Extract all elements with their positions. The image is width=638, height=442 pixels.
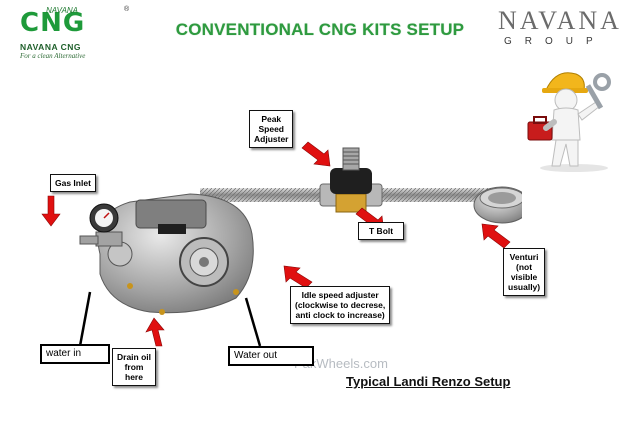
logo-navana-small: NAVANA — [46, 6, 79, 15]
t-bolt-fitting — [319, 147, 383, 213]
logo-group-word: GROUP — [504, 36, 606, 47]
gas-inlet-label: Gas Inlet — [50, 174, 96, 192]
water-in-pointer — [78, 291, 92, 347]
cng-kit-illustration — [41, 141, 522, 347]
venturi-arrow — [481, 223, 511, 249]
idle-speed-arrow — [283, 265, 313, 289]
logo-cng-letters: CNG — [20, 8, 86, 38]
braided-hose — [200, 188, 496, 202]
drain-oil-label: Drain oil from here — [112, 348, 157, 386]
logo-tagline: For a clean Alternative — [20, 52, 86, 60]
logo-registered-mark: ® — [124, 6, 130, 13]
peak-speed-adjuster-label: Peak Speed Adjuster — [249, 110, 294, 148]
peak-speed-arrow — [301, 141, 331, 167]
t-bolt-label: T Bolt — [358, 222, 405, 240]
logo-company-name: NAVANA CNG — [20, 42, 82, 52]
navana-cng-logo: CNG NAVANA ® NAVANA CNG For a clean Alte… — [6, 4, 129, 60]
worker-with-wrench-icon — [527, 72, 611, 172]
venturi-ring — [473, 186, 522, 224]
gas-inlet-arrow — [41, 195, 61, 227]
page-title: CONVENTIONAL CNG KITS SETUP — [175, 20, 465, 39]
watermark: PakWheels.com — [294, 356, 388, 371]
venturi-label: Venturi (not visible usually) — [503, 248, 546, 296]
diagram-caption: Typical Landi Renzo Setup — [346, 374, 511, 389]
water-out-label: Water out — [228, 346, 314, 366]
logo-navana-word: NAVANA — [498, 6, 622, 35]
drain-oil-arrow — [145, 317, 165, 347]
pressure-regulator — [79, 193, 254, 315]
navana-group-logo: NAVANA GROUP — [490, 0, 638, 56]
water-in-label: water in — [40, 344, 110, 364]
water-out-pointer — [244, 297, 262, 347]
idle-speed-adjuster-label: Idle speed adjuster (clockwise to decres… — [290, 286, 391, 324]
